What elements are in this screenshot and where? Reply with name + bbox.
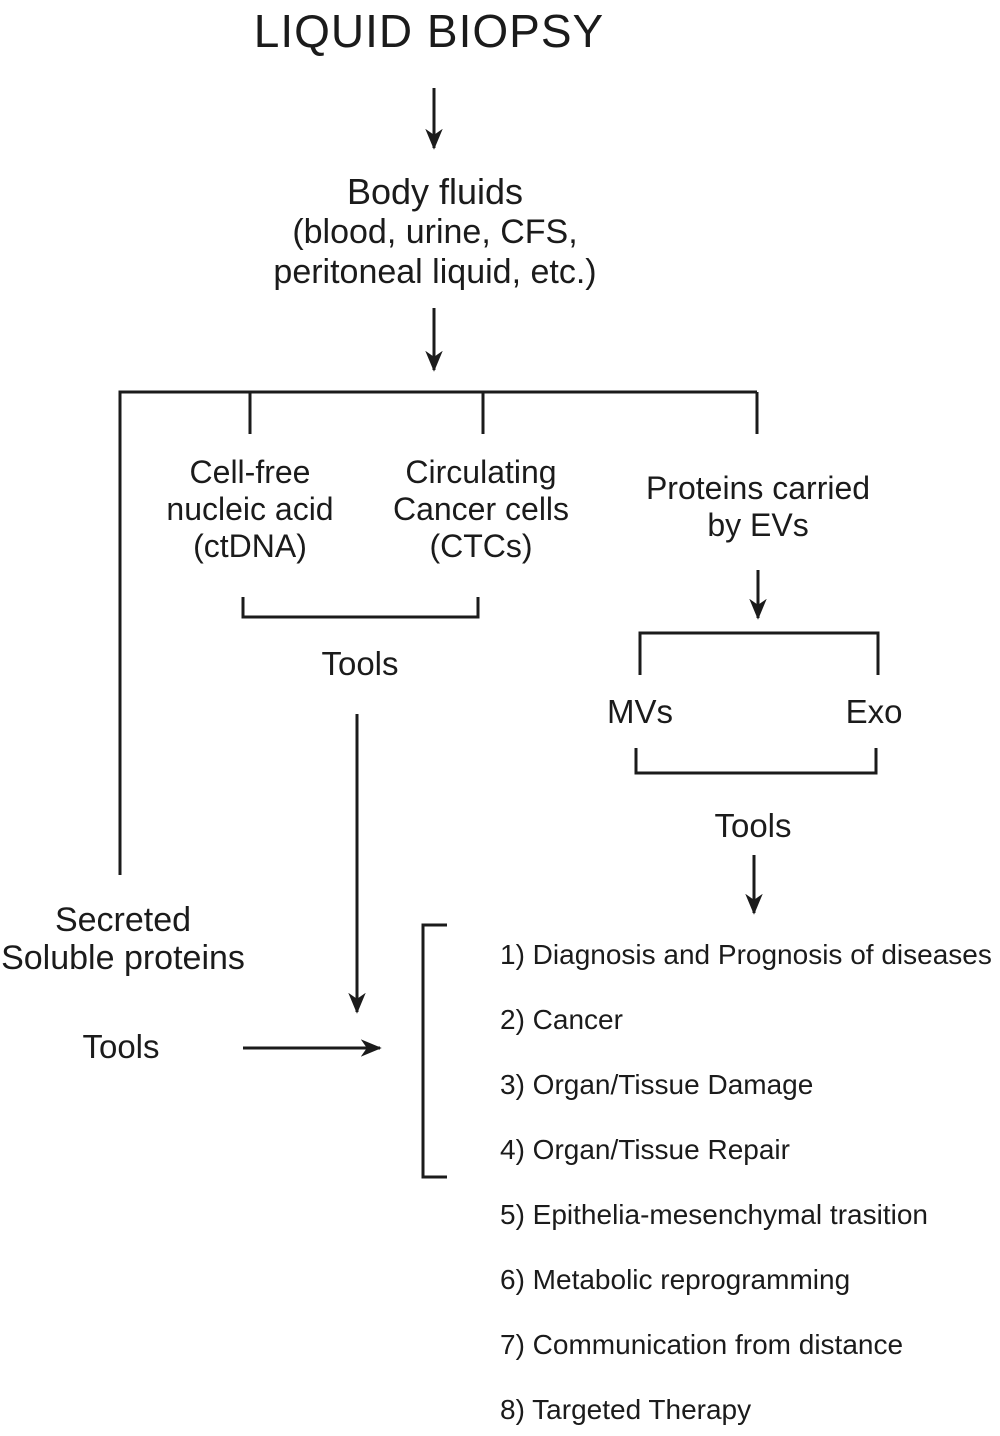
circulating-line2: Cancer cells <box>392 491 570 527</box>
node-body-fluids: Body fluids (blood, urine, CFS, peritone… <box>273 172 596 292</box>
cell-free-line1: Cell-free <box>189 454 311 490</box>
outcome-item-8: 8) Targeted Therapy <box>500 1394 752 1425</box>
bracket-mv-exo-split <box>638 631 880 675</box>
cell-free-line2: nucleic acid <box>166 491 334 527</box>
node-cell-free-nucleic-acid: Cell-free nucleic acid (ctDNA) <box>166 454 333 565</box>
secreted-line2: Soluble proteins <box>1 939 245 977</box>
outcome-item-2: 2) Cancer <box>500 1004 623 1035</box>
branch-tree-line <box>118 390 759 875</box>
bracket-mv-exo-merge <box>634 748 878 775</box>
secreted-line1: Secreted <box>54 901 192 939</box>
node-proteins-carried-by-evs: Proteins carried by EVs <box>646 470 870 544</box>
proteins-ev-line1: Proteins carried <box>645 470 871 506</box>
outcome-item-1: 1) Diagnosis and Prognosis of diseases <box>500 939 992 970</box>
node-circulating-cancer-cells: Circulating Cancer cells (CTCs) <box>393 454 569 565</box>
outcome-item-6: 6) Metabolic reprogramming <box>500 1264 851 1295</box>
outcome-item-7: 7) Communication from distance <box>500 1329 904 1360</box>
bracket-outcomes <box>421 923 447 1179</box>
proteins-ev-line2: by EVs <box>707 507 809 543</box>
body-fluids-line2: (blood, urine, CFS, <box>292 213 578 251</box>
tools-label-center: Tools <box>321 645 399 682</box>
node-exo: Exo <box>845 693 903 730</box>
node-secreted-soluble-proteins: Secreted Soluble proteins <box>1 901 245 977</box>
tools-label-ev: Tools <box>714 807 792 844</box>
body-fluids-line1: Body fluids <box>346 171 524 212</box>
tools-label-left: Tools <box>82 1028 160 1065</box>
node-mvs: MVs <box>607 693 673 730</box>
circulating-line1: Circulating <box>405 454 557 490</box>
circulating-line3: (CTCs) <box>429 528 533 564</box>
body-fluids-line3: peritoneal liquid, etc.) <box>273 253 597 291</box>
bracket-ctdna-ctc-merge <box>241 597 480 619</box>
outcome-item-3: 3) Organ/Tissue Damage <box>500 1069 814 1100</box>
cell-free-line3: (ctDNA) <box>193 528 307 564</box>
diagram-title: LIQUID BIOPSY <box>253 5 605 57</box>
outcome-item-4: 4) Organ/Tissue Repair <box>500 1134 790 1165</box>
outcome-item-5: 5) Epithelia-mesenchymal trasition <box>500 1199 928 1230</box>
